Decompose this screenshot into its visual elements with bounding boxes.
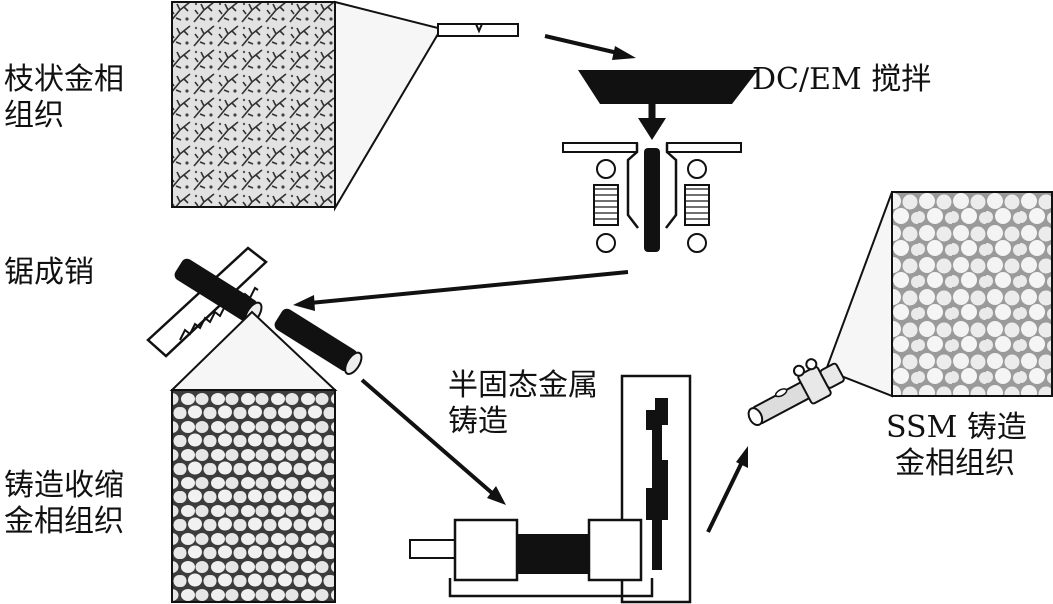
die-casting-press-icon (409, 374, 692, 604)
billet-slice-icon (437, 23, 519, 37)
arrow-to-stirring (544, 34, 636, 60)
ssm-microstructure-label-line1: SSM 铸造 (886, 410, 1027, 445)
arrow-to-saw (293, 270, 629, 311)
casting-shrinkage-label-line1: 铸造收缩 (4, 468, 124, 503)
casting-micrograph (171, 389, 336, 603)
ssm-micrograph (891, 191, 1053, 397)
dc-caster-icon (562, 142, 742, 253)
dendritic-structure-label-line2: 组织 (4, 98, 64, 133)
ssm-casting-process-label-line2: 铸造 (448, 404, 508, 439)
dendritic-micrograph (171, 1, 336, 208)
cast-part-icon (747, 358, 845, 427)
dendritic-microstructure-panel (171, 0, 519, 212)
dc-em-stirring-label: DC/EM 搅拌 (752, 62, 932, 97)
dendritic-structure-label-line1: 枝状金相 (4, 62, 124, 97)
ssm-microstructure-panel (824, 191, 1053, 398)
ssm-casting-process-label-line1: 半固态金属 (448, 368, 598, 403)
casting-microstructure-panel (169, 310, 338, 603)
casting-shrinkage-label-line2: 金相组织 (4, 504, 124, 539)
saw-into-slugs-label: 锯成销 (4, 255, 94, 290)
ssm-microstructure-label-line2: 金相组织 (895, 446, 1015, 481)
arrow-to-ssm-casting (360, 378, 506, 505)
stirring-funnel-icon (578, 70, 758, 140)
arrow-to-ssm-part (706, 446, 748, 533)
